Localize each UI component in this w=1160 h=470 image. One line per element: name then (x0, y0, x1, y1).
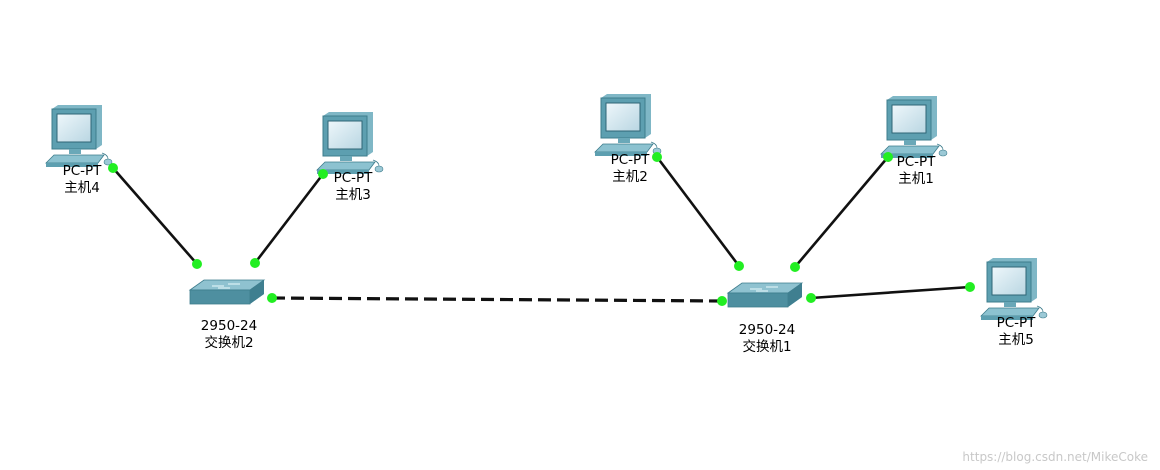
ports-layer (108, 152, 975, 306)
port-indicator-sw2 (250, 258, 260, 268)
link-sw1-pc5[interactable] (810, 285, 971, 300)
pc2-model: PC-PT (610, 152, 650, 168)
switch-icon-sw2[interactable] (189, 279, 265, 305)
watermark: https://blog.csdn.net/MikeCoke (962, 450, 1148, 464)
port-indicator-sw1 (790, 262, 800, 272)
sw2-model: 2950-24 (200, 318, 258, 334)
pc3-model: PC-PT (333, 170, 373, 186)
links-layer (112, 156, 971, 303)
pc5-name: 主机5 (998, 332, 1034, 348)
link-pc1-sw1[interactable] (794, 156, 889, 268)
pc1-model: PC-PT (896, 154, 936, 170)
pc4-name: 主机4 (64, 180, 100, 196)
port-indicator-pc5 (965, 282, 975, 292)
port-indicator-sw1 (717, 296, 727, 306)
link-pc4-sw2[interactable] (112, 167, 198, 265)
pc5-label: PC-PT 主机5 (997, 315, 1036, 349)
pc1-label: PC-PT 主机1 (897, 154, 936, 188)
pc2-label: PC-PT 主机2 (611, 152, 650, 186)
switch-icon-sw1[interactable] (727, 282, 803, 308)
sw2-label: 2950-24 交换机2 (201, 318, 257, 352)
port-indicator-sw2 (192, 259, 202, 269)
port-indicator-sw2 (267, 293, 277, 303)
port-indicator-pc1 (883, 152, 893, 162)
link-pc3-sw2[interactable] (253, 173, 325, 264)
pc-icon-pc2[interactable] (594, 93, 662, 157)
pc3-label: PC-PT 主机3 (334, 170, 373, 204)
sw2-name: 交换机2 (204, 335, 254, 351)
sw1-label: 2950-24 交换机1 (739, 322, 795, 356)
port-indicator-sw1 (806, 293, 816, 303)
pc4-model: PC-PT (62, 163, 102, 179)
port-indicator-sw1 (734, 261, 744, 271)
pc3-name: 主机3 (335, 187, 371, 203)
pc5-model: PC-PT (996, 315, 1036, 331)
sw1-model: 2950-24 (738, 322, 796, 338)
port-indicator-pc3 (318, 169, 328, 179)
pc4-label: PC-PT 主机4 (63, 163, 102, 197)
pc-icon-pc1[interactable] (880, 95, 948, 159)
port-indicator-pc4 (108, 163, 118, 173)
pc-icon-pc3[interactable] (316, 111, 384, 175)
port-indicator-pc2 (652, 152, 662, 162)
pc2-name: 主机2 (612, 169, 648, 185)
pc-icon-pc4[interactable] (45, 104, 113, 168)
sw1-name: 交换机1 (742, 339, 792, 355)
link-pc2-sw1[interactable] (655, 156, 741, 267)
pc1-name: 主机1 (898, 171, 934, 187)
link-sw2-sw1[interactable] (271, 296, 723, 303)
devices-layer (45, 93, 1048, 321)
pc-icon-pc5[interactable] (980, 257, 1048, 321)
